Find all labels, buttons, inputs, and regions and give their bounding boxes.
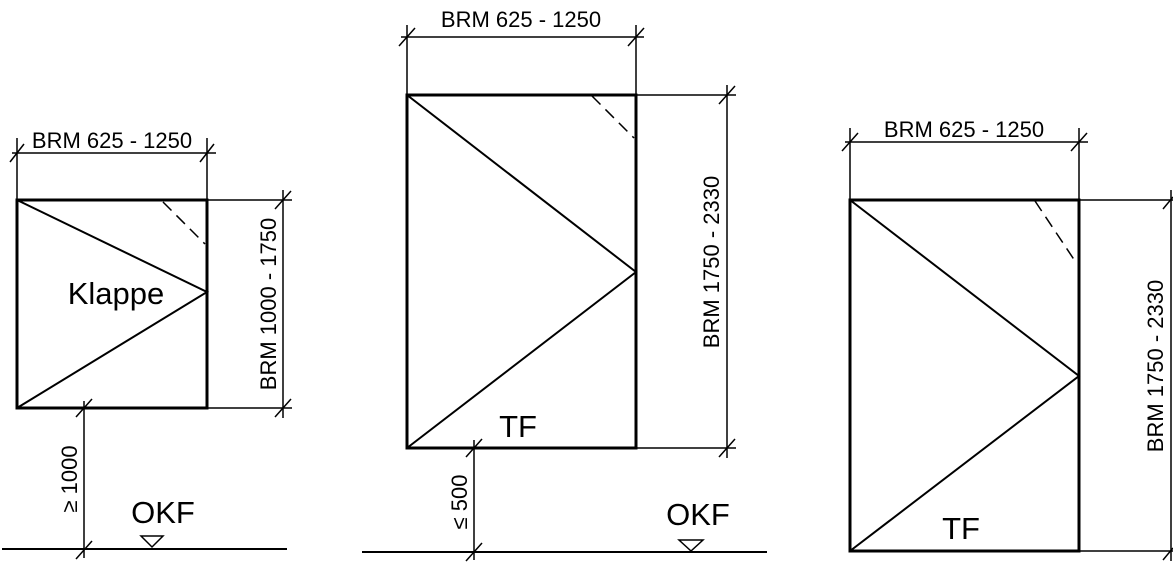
w3-opening-dash — [1034, 200, 1078, 265]
w2-width-tick-left — [398, 27, 416, 47]
w1-width-dim-text: BRM 625 - 1250 — [32, 128, 192, 153]
w2-frame — [405, 93, 638, 450]
w1-floor-marker-icon — [139, 535, 165, 549]
w2-height-dim-text: BRM 1750 - 2330 — [699, 176, 724, 348]
w1-height-tick-bottom — [274, 398, 292, 418]
w1-opening-triangle — [16, 199, 210, 409]
w2-type-label: TF — [499, 409, 537, 444]
w2-width-tick-right — [627, 27, 645, 47]
w1-sill-dim-text: ≥ 1000 — [57, 445, 82, 512]
w3-type-label: TF — [942, 511, 980, 546]
w3-height-dim-text: BRM 1750 - 2330 — [1143, 280, 1168, 452]
w2-floor-label: OKF — [666, 497, 730, 532]
w3-height-tick-top — [1162, 196, 1173, 210]
w1-opening-dash — [162, 201, 206, 245]
w3-width-dim-text: BRM 625 - 1250 — [884, 117, 1044, 142]
w2-floor-marker-icon — [677, 539, 705, 553]
w1-height-dim-text: BRM 1000 - 1750 — [256, 218, 281, 390]
window-1: BRM 625 - 1250 Klappe BRM 1000 - 1750 ≥ … — [2, 128, 292, 560]
w1-floor-label: OKF — [131, 495, 195, 530]
w1-sill-tick-top — [75, 398, 93, 418]
window-3: BRM 625 - 1250 TF BRM 1750 - 2330 — [841, 117, 1173, 561]
w2-opening-dash — [591, 95, 635, 139]
w3-frame — [848, 198, 1081, 553]
w1-height-tick-top — [274, 190, 292, 210]
w3-height-tick-bottom — [1162, 547, 1173, 561]
w1-type-label: Klappe — [68, 276, 165, 311]
w1-width-tick-left — [9, 143, 25, 163]
w1-width-tick-right — [199, 143, 215, 163]
w3-opening-triangle — [849, 199, 1081, 552]
w2-opening-triangle — [406, 94, 638, 449]
w3-width-tick-left — [841, 132, 859, 152]
w2-height-tick-top — [718, 85, 736, 105]
window-2: BRM 625 - 1250 TF BRM 1750 - 2330 ≤ 500 … — [362, 7, 767, 562]
w2-sill-tick-top — [465, 438, 483, 458]
w3-width-tick-right — [1070, 132, 1088, 152]
w1-frame — [15, 198, 209, 410]
w2-sill-dim-text: ≤ 500 — [447, 475, 472, 530]
w2-width-dim-text: BRM 625 - 1250 — [441, 7, 601, 32]
w2-height-tick-bottom — [718, 438, 736, 458]
